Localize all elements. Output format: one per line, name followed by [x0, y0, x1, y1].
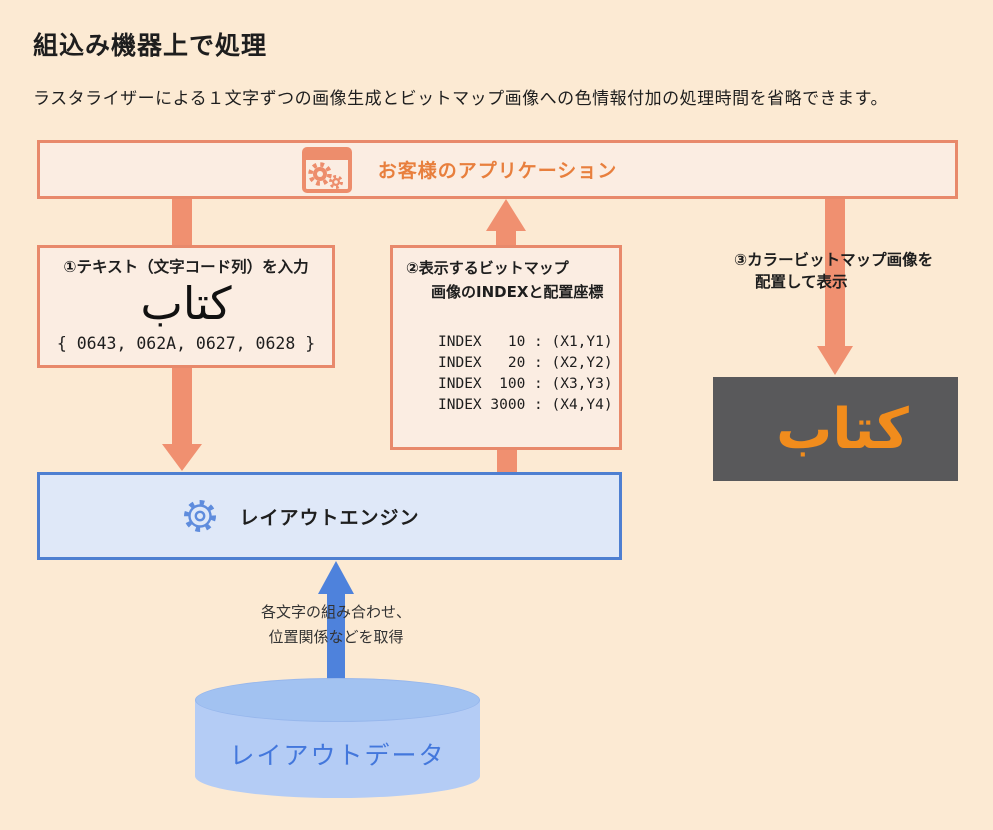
step2-bitmap-index-box: ②表示するビットマップ 画像のINDEXと配置座標 INDEX 10 : (X1… — [390, 245, 622, 450]
step3-title-line1: ③カラービットマップ画像を — [734, 251, 934, 269]
step1-title: ①テキスト（文字コード列）を入力 — [63, 258, 309, 276]
annotation-line2: 位置関係などを取得 — [268, 628, 404, 646]
step1-char-codes: { 0643, 062A, 0627, 0628 } — [56, 334, 316, 353]
arrow-step2-to-app-shaft — [496, 229, 516, 247]
arrow-app-to-display-head — [817, 346, 853, 375]
index-row: INDEX 10 : (X1,Y1) — [438, 334, 613, 350]
customer-application-box: お客様のアプリケーション — [37, 140, 958, 199]
layout-data-label: レイアウトデータ — [229, 741, 446, 770]
arrow-step1-to-engine-shaft — [172, 366, 192, 446]
page-title: 組込み機器上で処理 — [33, 31, 268, 60]
color-bitmap-display-box: كتاب — [713, 377, 958, 481]
layout-engine-label: レイアウトエンジン — [239, 506, 420, 529]
step1-text-input-box: ①テキスト（文字コード列）を入力 كتاب { 0643, 062A, 0627… — [37, 245, 335, 368]
index-coordinate-list: INDEX 10 : (X1,Y1) INDEX 20 : (X2,Y2) IN… — [393, 332, 619, 416]
step3-label: ③カラービットマップ画像を 配置して表示 — [734, 249, 933, 293]
gear-icon — [183, 499, 217, 533]
customer-application-label: お客様のアプリケーション — [377, 160, 618, 182]
step2-title-line2: 画像のINDEXと配置座標 — [431, 283, 604, 301]
arrow-app-to-display-shaft — [825, 196, 845, 347]
index-row: INDEX 100 : (X3,Y3) — [438, 376, 613, 392]
layout-data-cylinder-top — [195, 678, 480, 722]
arrow-step2-to-app-head — [486, 199, 526, 231]
arrow-data-to-engine-shaft — [327, 592, 345, 680]
step3-title-line2: 配置して表示 — [755, 273, 848, 291]
index-row: INDEX 3000 : (X4,Y4) — [438, 397, 613, 413]
arrow-step1-to-engine-head — [162, 444, 202, 471]
step2-title-line1: ②表示するビットマップ — [406, 259, 569, 277]
index-row: INDEX 20 : (X2,Y2) — [438, 355, 613, 371]
step1-sample-text: كتاب — [140, 277, 232, 330]
layout-data-annotation: 各文字の組み合わせ、 位置関係などを取得 — [230, 600, 442, 650]
page-subtitle: ラスタライザーによる１文字ずつの画像生成とビットマップ画像への色情報付加の処理時… — [33, 89, 888, 109]
app-window-gears-icon — [302, 146, 352, 193]
arrow-data-to-engine-head — [318, 561, 354, 594]
connector-engine-to-step2 — [497, 448, 517, 474]
displayed-bitmap-text: كتاب — [776, 396, 909, 462]
layout-data-cylinder-bottom — [195, 754, 480, 798]
annotation-line1: 各文字の組み合わせ、 — [260, 603, 411, 621]
connector-app-to-step1 — [172, 196, 192, 246]
layout-engine-box: レイアウトエンジン — [37, 472, 622, 560]
